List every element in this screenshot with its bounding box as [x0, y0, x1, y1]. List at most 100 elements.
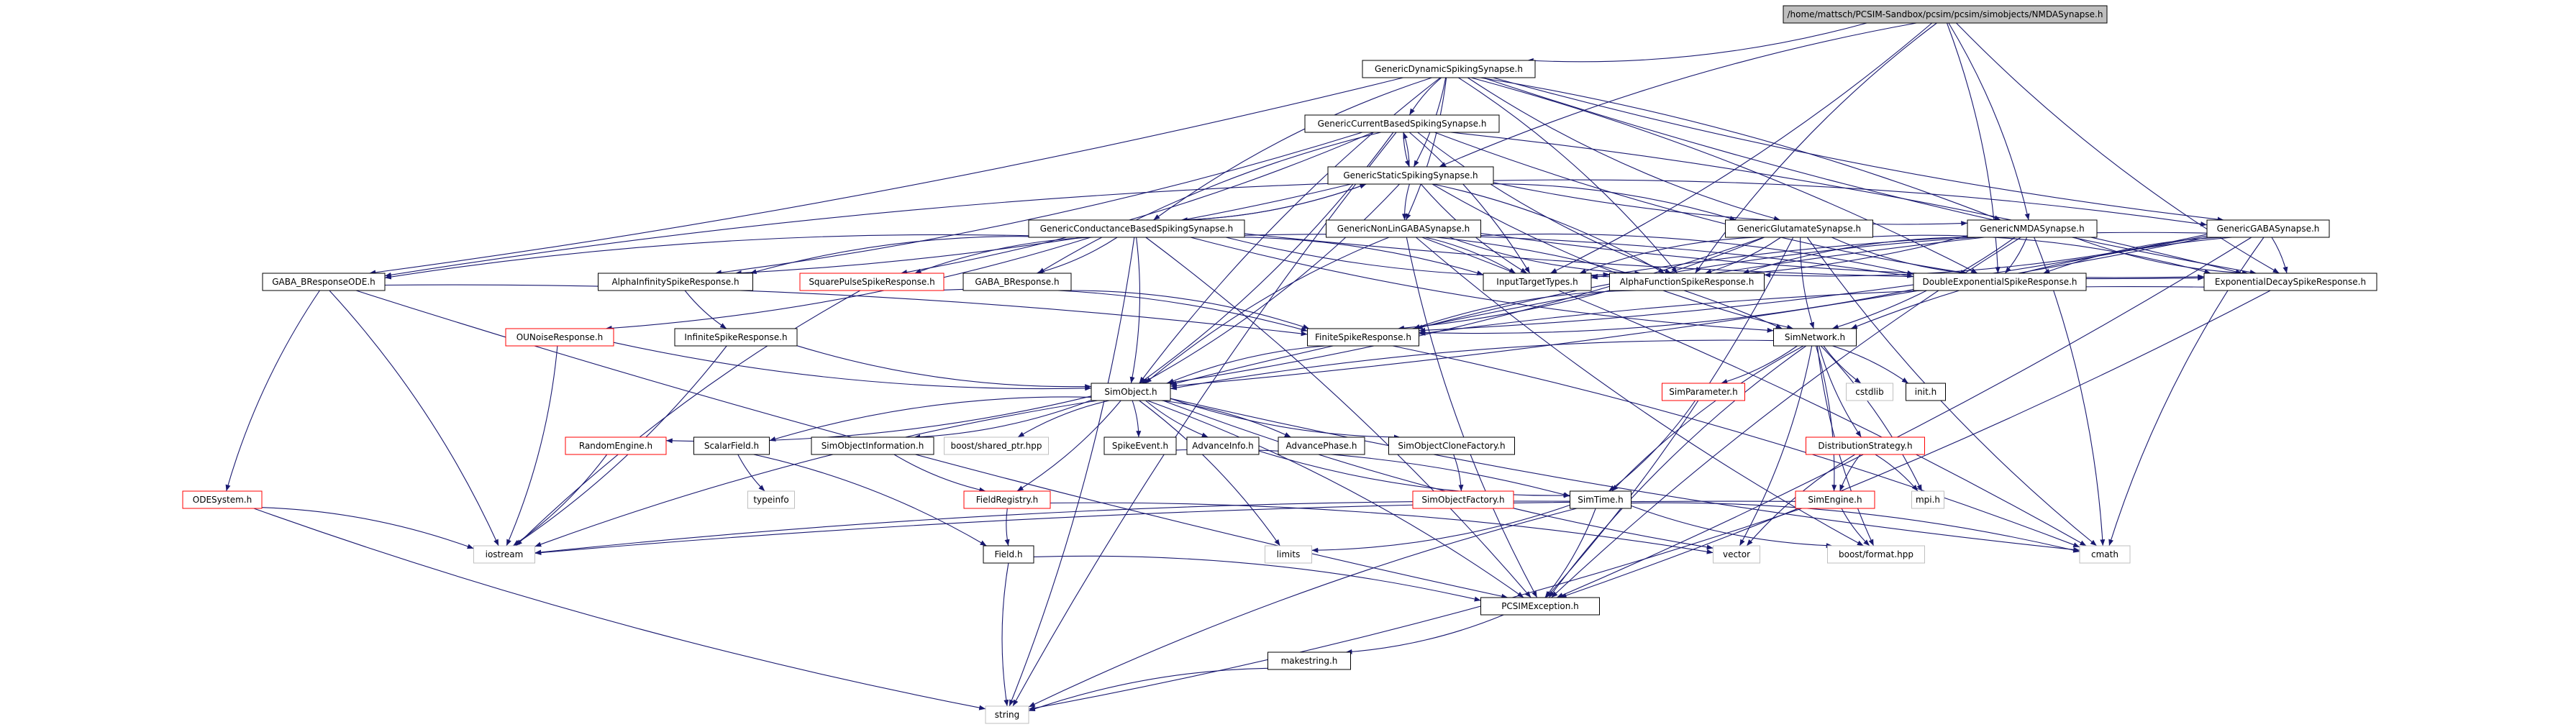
node-ggaba[interactable]: GenericGABASynapse.h — [2206, 219, 2330, 238]
node-box — [1028, 219, 1245, 238]
edge-gababode-to-iostream — [329, 290, 499, 547]
node-simobjfac[interactable]: SimObjectFactory.h — [1412, 490, 1514, 509]
node-label: GenericNMDASynapse.h — [1980, 224, 2084, 234]
node-string[interactable]: string — [985, 705, 1029, 724]
node-infspike[interactable]: InfiniteSpikeResponse.h — [674, 328, 798, 347]
node-limits[interactable]: limits — [1265, 545, 1312, 564]
edge-expdecay-to-pcsimexc — [1560, 290, 2271, 598]
edge-gglu-to-pcsimexc — [1545, 237, 1794, 598]
edge-gababode-to-odesys — [225, 290, 320, 492]
node-iostream[interactable]: iostream — [473, 545, 535, 564]
node-scalarf[interactable]: ScalarField.h — [693, 436, 770, 455]
edge-alphafn-to-finite — [1413, 290, 1637, 329]
node-gdss[interactable]: GenericDynamicSpikingSynapse.h — [1362, 60, 1536, 78]
edge-gnlg-to-expdecay — [1480, 232, 2205, 280]
node-gsss[interactable]: GenericStaticSpikingSynapse.h — [1327, 166, 1494, 185]
node-simparam[interactable]: SimParameter.h — [1662, 383, 1745, 401]
node-field[interactable]: Field.h — [983, 545, 1034, 564]
node-cstdlib[interactable]: cstdlib — [1846, 383, 1893, 401]
node-box — [2203, 273, 2377, 291]
node-box — [565, 436, 667, 455]
edge-simobj-to-advinfo — [1145, 400, 1209, 438]
node-box — [473, 545, 535, 564]
node-label: ODESystem.h — [193, 495, 252, 505]
node-advphase[interactable]: AdvancePhase.h — [1278, 436, 1365, 455]
node-fieldreg[interactable]: FieldRegistry.h — [963, 490, 1051, 509]
node-box — [983, 545, 1034, 564]
node-mpi[interactable]: mpi.h — [1911, 490, 1944, 509]
node-gnmda[interactable]: GenericNMDASynapse.h — [1967, 219, 2098, 238]
node-box — [262, 273, 386, 291]
edge-simparam-to-simtime — [1608, 400, 1696, 492]
edge-root-to-alphafn — [1695, 22, 1937, 274]
node-simtime[interactable]: SimTime.h — [1570, 490, 1631, 509]
node-label: SimParameter.h — [1669, 387, 1737, 397]
edge-simtime-to-limits — [1311, 504, 1570, 553]
node-sqpulse[interactable]: SquarePulseSpikeResponse.h — [799, 273, 945, 291]
node-box — [1609, 273, 1765, 291]
edge-gcondbss-to-ounoise — [605, 237, 1091, 331]
node-advinfo[interactable]: AdvanceInfo.h — [1186, 436, 1260, 455]
edge-root-to-dblexp — [1946, 22, 2001, 274]
node-rng[interactable]: RandomEngine.h — [565, 436, 667, 455]
edge-ggaba-to-dblexp — [2043, 237, 2225, 274]
node-gcbss[interactable]: GenericCurrentBasedSpikingSynapse.h — [1304, 114, 1500, 133]
node-box — [799, 273, 945, 291]
edge-gababode-to-finite — [384, 284, 1308, 337]
edge-gsss-to-ggaba — [1493, 179, 2208, 227]
node-dblexp[interactable]: DoubleExponentialSpikeResponse.h — [1913, 273, 2087, 291]
node-box — [1265, 545, 1312, 564]
node-alphainf[interactable]: AlphaInfinitySpikeResponse.h — [598, 273, 753, 291]
node-gababode[interactable]: GABA_BResponseODE.h — [262, 273, 386, 291]
node-label: makestring.h — [1281, 656, 1338, 666]
node-odesys[interactable]: ODESystem.h — [182, 490, 263, 509]
node-initnode[interactable]: init.h — [1906, 383, 1946, 401]
node-box — [1091, 383, 1171, 401]
node-pcsimexc[interactable]: PCSIMException.h — [1480, 597, 1600, 616]
node-gcondbss[interactable]: GenericConductanceBasedSpikingSynapse.h — [1028, 219, 1245, 238]
node-makestr[interactable]: makestring.h — [1267, 651, 1351, 670]
edge-gsss-to-gnmda — [1493, 182, 1968, 227]
edge-simnet-to-vector — [1739, 345, 1813, 547]
node-inputtt[interactable]: InputTargetTypes.h — [1483, 273, 1592, 291]
node-simobj[interactable]: SimObject.h — [1091, 383, 1171, 401]
node-typeinfo[interactable]: typeinfo — [747, 490, 795, 509]
node-cmath[interactable]: cmath — [2079, 545, 2131, 564]
node-spikeev[interactable]: SpikeEvent.h — [1103, 436, 1177, 455]
node-label: ExponentialDecaySpikeResponse.h — [2215, 277, 2366, 287]
edge-simengine-to-string — [1028, 508, 1802, 711]
node-label: GABA_BResponseODE.h — [272, 277, 376, 287]
node-label: GABA_BResponse.h — [975, 277, 1059, 287]
edge-field-to-pcsimexc — [1033, 555, 1481, 602]
node-vector[interactable]: vector — [1713, 545, 1760, 564]
node-finite[interactable]: FiniteSpikeResponse.h — [1307, 328, 1419, 347]
edge-simnet-to-cstdlib — [1823, 345, 1862, 384]
node-gglu[interactable]: GenericGlutamateSynapse.h — [1725, 219, 1873, 238]
node-clonefac[interactable]: SimObjectCloneFactory.h — [1388, 436, 1515, 455]
edge-gdss-to-gnlg — [1405, 77, 1447, 221]
node-label: SpikeEvent.h — [1112, 441, 1168, 451]
edge-simobj-to-clonefac — [1170, 398, 1401, 440]
node-label: limits — [1277, 549, 1301, 559]
node-root[interactable]: /home/mattsch/PCSIM-Sandbox/pcsim/pcsim/… — [1783, 5, 2108, 24]
node-ounoise[interactable]: OUNoiseResponse.h — [505, 328, 614, 347]
edge-gglu-to-alphafn — [1705, 237, 1782, 274]
node-simnet[interactable]: SimNetwork.h — [1773, 328, 1857, 347]
edge-simtime-to-boostfmt — [1631, 505, 1833, 549]
edge-simobj-to-advphase — [1161, 400, 1291, 438]
node-label: boost/format.hpp — [1839, 549, 1913, 559]
edge-gdss-to-gcbss — [1408, 77, 1442, 116]
node-expdecay[interactable]: ExponentialDecaySpikeResponse.h — [2203, 273, 2377, 291]
edge-infspike-to-simobj — [796, 345, 1092, 390]
edge-simnet-to-pcsimexc — [1548, 345, 1807, 598]
node-sharedptr[interactable]: boost/shared_ptr.hpp — [944, 436, 1049, 455]
node-alphafn[interactable]: AlphaFunctionSpikeResponse.h — [1609, 273, 1765, 291]
node-simengine[interactable]: SimEngine.h — [1795, 490, 1875, 509]
node-label: OUNoiseResponse.h — [516, 332, 604, 342]
node-gababresp[interactable]: GABA_BResponse.h — [962, 273, 1072, 291]
node-gnlg[interactable]: GenericNonLinGABASynapse.h — [1326, 219, 1481, 238]
node-boostfmt[interactable]: boost/format.hpp — [1827, 545, 1925, 564]
node-simobjinfo[interactable]: SimObjectInformation.h — [811, 436, 934, 455]
node-diststrat[interactable]: DistributionStrategy.h — [1806, 436, 1925, 455]
